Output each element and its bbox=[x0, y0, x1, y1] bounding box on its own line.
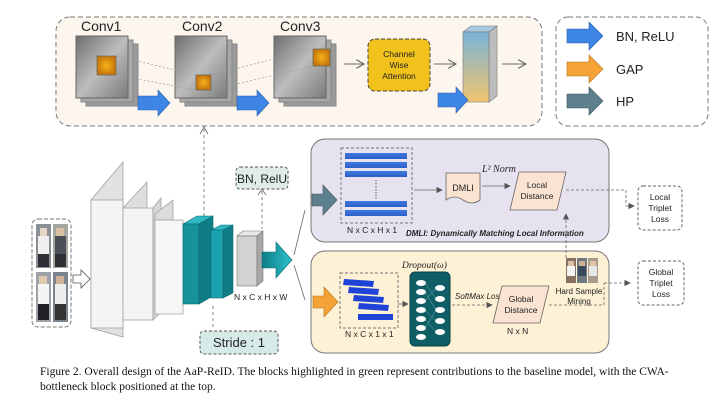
conv1-block: Conv1 bbox=[75, 18, 139, 107]
global-loss-line3: Loss bbox=[652, 289, 670, 299]
legend-bn-relu-label: BN, ReLU bbox=[616, 29, 675, 44]
global-branch-panel: N x C x 1 x 1 Dropout(ω) SoftMax Loss bbox=[310, 250, 610, 354]
global-distance-line1: Global bbox=[509, 294, 534, 304]
bn-relu-arrow-icon bbox=[236, 89, 270, 117]
cwa-bottleneck-panel: Conv1 Conv2 Conv3 bbox=[55, 16, 543, 127]
legend-bn-relu-arrow-icon bbox=[566, 21, 604, 51]
feature-map-cube: N x C x H x W bbox=[234, 230, 287, 302]
local-branch-panel: N x C x H x 1 DMLI L² Norm Local Distanc… bbox=[310, 138, 610, 243]
l2-norm-label: L² Norm bbox=[481, 164, 516, 175]
teal-contribution-blocks bbox=[181, 215, 234, 305]
conv3-block: Conv3 bbox=[273, 18, 337, 107]
global-distance-line2: Distance bbox=[504, 305, 537, 315]
bn-relu-badge-label: BN, RelU bbox=[237, 172, 287, 186]
legend-panel: BN, ReLU GAP HP bbox=[555, 16, 709, 127]
local-loss-line3: Loss bbox=[651, 214, 669, 224]
feature-dims-label: N x C x H x W bbox=[234, 292, 287, 302]
bn-relu-arrow-icon bbox=[437, 86, 469, 114]
legend-gap-arrow-icon bbox=[566, 54, 604, 84]
local-loss-line2: Triplet bbox=[648, 203, 672, 213]
hard-sample-line1: Hard Sample bbox=[556, 287, 603, 296]
stride-badge-label: Stride : 1 bbox=[213, 335, 265, 350]
conv3-label: Conv3 bbox=[280, 18, 321, 34]
cwa-label-line2: Wise bbox=[390, 60, 409, 70]
global-triplet-loss-box: Global Triplet Loss bbox=[637, 260, 685, 306]
legend-gap-label: GAP bbox=[616, 62, 643, 77]
hp-arrow-icon bbox=[311, 184, 338, 216]
legend-hp-label: HP bbox=[616, 94, 634, 109]
stride-badge: Stride : 1 bbox=[199, 330, 279, 355]
attention-output-feature bbox=[462, 25, 498, 103]
receptive-field-lines bbox=[115, 48, 314, 91]
gap-arrow-icon bbox=[312, 286, 339, 318]
global-loss-line1: Global bbox=[649, 267, 674, 277]
conv2-label: Conv2 bbox=[182, 18, 223, 34]
split-arrow-icon bbox=[261, 241, 293, 279]
input-arrow-icon bbox=[72, 269, 91, 289]
legend-hp-arrow-icon bbox=[566, 86, 604, 116]
conv1-label: Conv1 bbox=[81, 18, 122, 34]
channel-wise-attention-box: Channel Wise Attention bbox=[367, 38, 431, 92]
cwa-label-line3: Attention bbox=[382, 71, 416, 81]
dropout-label: Dropout(ω) bbox=[401, 260, 447, 271]
local-tensor-dims-label: N x C x H x 1 bbox=[347, 225, 397, 235]
softmax-loss-label: SoftMax Loss bbox=[455, 292, 503, 301]
global-tensor-dims-label: N x C x 1 x 1 bbox=[345, 329, 394, 339]
hard-sample-images bbox=[566, 258, 598, 283]
resnet-backbone bbox=[90, 161, 184, 338]
local-triplet-loss-box: Local Triplet Loss bbox=[637, 185, 683, 231]
cwa-label-line1: Channel bbox=[383, 49, 415, 59]
local-distance-line2: Distance bbox=[520, 191, 553, 201]
global-distance-dims: N x N bbox=[507, 326, 528, 336]
dmli-box-label: DMLI bbox=[452, 183, 474, 193]
global-loss-line2: Triplet bbox=[649, 278, 673, 288]
hard-sample-line2: Mining bbox=[567, 297, 591, 306]
input-images bbox=[31, 218, 72, 328]
bn-relu-arrow-icon bbox=[137, 89, 171, 117]
figure-caption: Figure 2. Overall design of the AaP-ReID… bbox=[40, 366, 669, 393]
local-distance-line1: Local bbox=[527, 180, 547, 190]
bn-relu-badge: BN, RelU bbox=[235, 166, 289, 190]
dmli-caption: DMLI: Dynamically Matching Local Informa… bbox=[406, 229, 584, 238]
local-loss-line1: Local bbox=[650, 192, 670, 202]
